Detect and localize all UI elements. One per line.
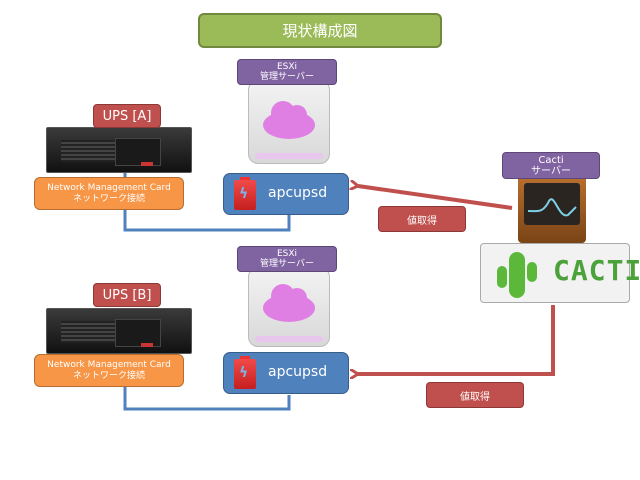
nmc-b-line2: ネットワーク接続 — [72, 370, 145, 381]
diagram-title: 現状構成図 — [198, 13, 442, 48]
fetch-arrow-a — [358, 186, 513, 210]
ups-a-label: UPS [A] — [93, 104, 161, 128]
nmc-a-line2: ネットワーク接続 — [72, 193, 145, 204]
ups-a-device — [46, 127, 192, 173]
cacti-server-label: Cacti サーバー — [502, 152, 600, 179]
esxi-b-line1: ESXi — [276, 249, 298, 259]
esxi-a-label: ESXi 管理サーバー — [237, 59, 337, 85]
esxi-b-label: ESXi 管理サーバー — [237, 246, 337, 272]
esxi-b-line2: 管理サーバー — [260, 259, 314, 269]
cacti-line2: サーバー — [531, 165, 571, 177]
waveform-icon — [527, 198, 577, 217]
apcupsd-b-label: apcupsd — [268, 364, 328, 380]
nmc-b-line1: Network Management Card — [47, 359, 171, 370]
cacti-server-icon — [518, 175, 586, 243]
esxi-a-server-icon — [248, 80, 330, 164]
fetch-a-label: 値取得 — [378, 206, 466, 232]
cloud-icon — [263, 284, 315, 322]
esxi-a-line2: 管理サーバー — [260, 72, 314, 82]
cacti-line1: Cacti — [538, 154, 564, 166]
lightning-icon: ϟ — [239, 186, 249, 202]
cacti-logo: CACTI — [480, 243, 640, 303]
apcupsd-a-box: ϟ apcupsd — [223, 173, 349, 215]
fetch-b-label: 値取得 — [426, 382, 524, 408]
nmc-b-box: Network Management Card ネットワーク接続 — [34, 354, 184, 387]
fetch-arrow-b — [358, 305, 555, 374]
battery-icon: ϟ — [234, 356, 256, 389]
nmc-a-box: Network Management Card ネットワーク接続 — [34, 177, 184, 210]
esxi-b-server-icon — [248, 267, 330, 347]
lightning-icon: ϟ — [239, 365, 249, 381]
cacti-logo-text: CACTI — [553, 254, 640, 287]
esxi-a-line1: ESXi — [276, 62, 298, 72]
apcupsd-b-box: ϟ apcupsd — [223, 352, 349, 394]
battery-icon: ϟ — [234, 177, 256, 210]
ups-b-device — [46, 308, 192, 354]
nmc-a-line1: Network Management Card — [47, 182, 171, 193]
cloud-icon — [263, 101, 315, 139]
cactus-icon — [497, 252, 537, 298]
apcupsd-a-label: apcupsd — [268, 185, 328, 201]
ups-b-label: UPS [B] — [93, 283, 161, 307]
